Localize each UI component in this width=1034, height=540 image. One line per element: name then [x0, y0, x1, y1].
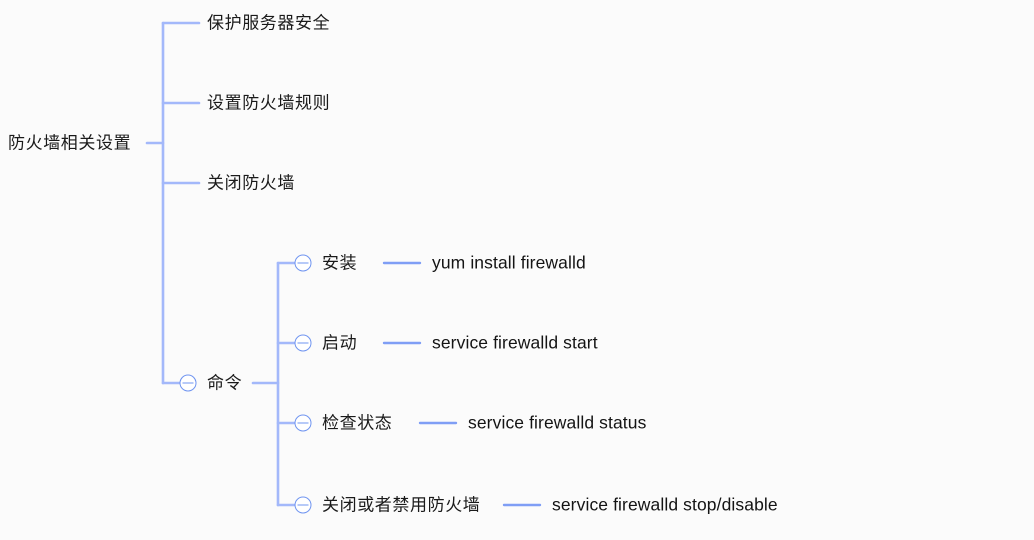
collapse-minus-icon[interactable]	[294, 334, 312, 352]
mindmap-subnode-install[interactable]: 安装	[322, 253, 358, 273]
mindmap-leaf-install-command[interactable]: yum install firewalld	[432, 252, 586, 273]
collapse-minus-icon[interactable]	[294, 496, 312, 514]
mindmap-leaf-status-command[interactable]: service firewalld status	[468, 412, 647, 433]
mindmap-subnode-start[interactable]: 启动	[322, 333, 358, 353]
mindmap-branch-close-firewall[interactable]: 关闭防火墙	[207, 173, 295, 193]
mindmap-branch-protect-server[interactable]: 保护服务器安全	[207, 13, 331, 33]
collapse-minus-icon[interactable]	[294, 414, 312, 432]
mindmap-branch-firewall-rules[interactable]: 设置防火墙规则	[207, 93, 331, 113]
mindmap-leaf-start-command[interactable]: service firewalld start	[432, 332, 598, 353]
mindmap-subnode-stop-disable[interactable]: 关闭或者禁用防火墙	[322, 495, 481, 515]
mindmap-leaf-stop-command[interactable]: service firewalld stop/disable	[552, 494, 778, 515]
collapse-minus-icon[interactable]	[179, 374, 197, 392]
mindmap-root-node[interactable]: 防火墙相关设置	[8, 133, 132, 153]
collapse-minus-icon[interactable]	[294, 254, 312, 272]
mindmap-subnode-check-status[interactable]: 检查状态	[322, 413, 393, 433]
mindmap-branch-commands[interactable]: 命令	[207, 373, 243, 393]
edge-leaf-connectors	[382, 261, 542, 507]
